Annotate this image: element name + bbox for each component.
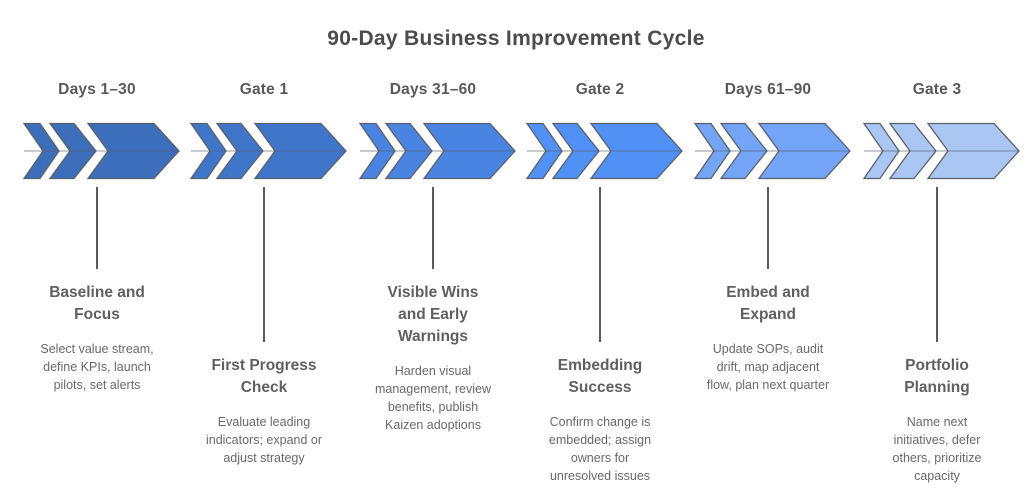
connector-line (599, 187, 601, 342)
stage-heading: First Progress Check (211, 357, 317, 396)
stage-description: Evaluate leading indicators; expand or a… (205, 415, 323, 466)
stage-description: Select value stream, define KPIs, launch… (40, 342, 154, 393)
stage-heading: Baseline and Focus (49, 284, 145, 323)
connector-line (936, 187, 938, 342)
stage-gate-3: Gate 3 Portfolio Planning Name next init… (852, 80, 1022, 486)
stage-label: Gate 2 (575, 81, 625, 98)
chevron-arrow-icon (22, 122, 180, 180)
connector-line (767, 187, 769, 269)
stage-days-1-30: Days 1–30 Baseline and Focus Select valu… (12, 80, 182, 394)
stage-heading: Embedding Success (557, 357, 643, 396)
connector-line (432, 187, 434, 269)
connector-line (96, 187, 98, 269)
stage-description: Update SOPs, audit drift, map adjacent f… (706, 342, 830, 393)
stage-label: Days 61–90 (724, 81, 812, 98)
stage-label: Gate 1 (239, 81, 289, 98)
stage-label: Days 1–30 (58, 81, 136, 98)
chevron-arrow-icon (862, 122, 1020, 180)
stage-label: Days 31–60 (389, 81, 477, 98)
stage-days-61-90: Days 61–90 Embed and Expand Update SOPs,… (683, 80, 853, 394)
connector-line (263, 187, 265, 342)
diagram-title: 90-Day Business Improvement Cycle (327, 27, 705, 50)
stage-description: Harden visual management, review benefit… (374, 364, 492, 433)
stage-heading: Visible Wins and Early Warnings (387, 284, 479, 345)
stage-label: Gate 3 (912, 81, 962, 98)
stage-description: Confirm change is embedded; assign owner… (548, 415, 652, 484)
stage-heading: Portfolio Planning (904, 357, 970, 396)
stage-gate-2: Gate 2 Embedding Success Confirm change … (515, 80, 685, 486)
stage-heading: Embed and Expand (726, 284, 810, 323)
chevron-arrow-icon (189, 122, 347, 180)
stage-description: Name next initiatives, defer others, pri… (892, 415, 982, 484)
chevron-arrow-icon (693, 122, 851, 180)
stage-gate-1: Gate 1 First Progress Check Evaluate lea… (179, 80, 349, 467)
chevron-arrow-icon (358, 122, 516, 180)
chevron-arrow-icon (525, 122, 683, 180)
stage-days-31-60: Days 31–60 Visible Wins and Early Warnin… (348, 80, 518, 435)
